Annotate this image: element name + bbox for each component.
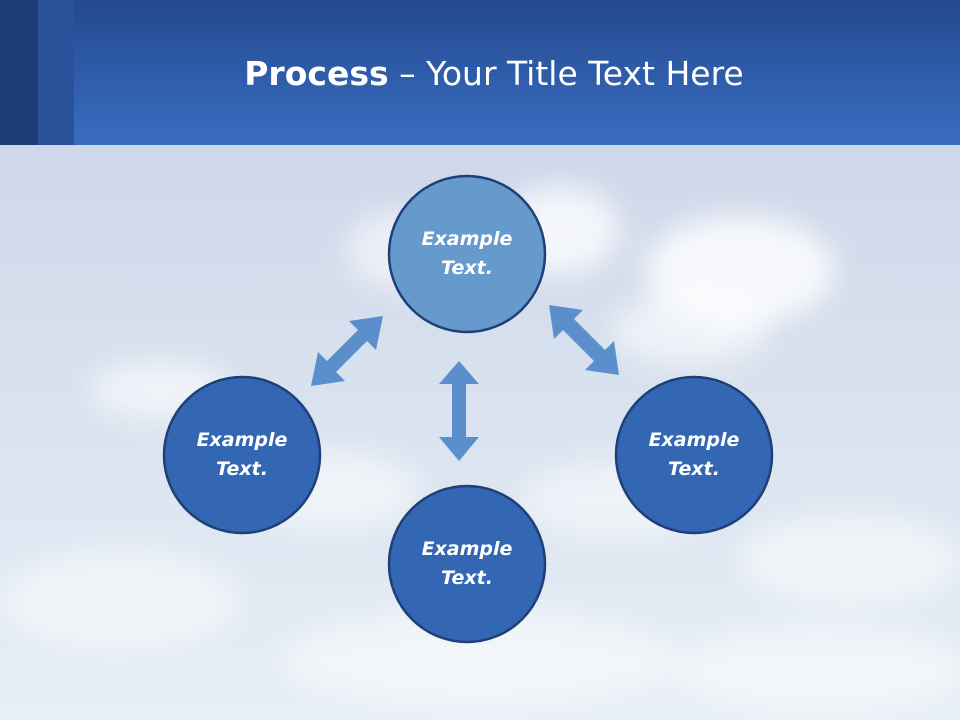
- node-top-line2: Text.: [441, 257, 493, 279]
- slide-title: Process – Your Title Text Here: [74, 52, 914, 96]
- title-rest: – Your Title Text Here: [388, 54, 744, 93]
- node-right-text: Example Text.: [616, 426, 772, 484]
- header-accent-mid: [38, 0, 74, 145]
- node-bottom-circle: [387, 484, 547, 644]
- header-accent-dark: [0, 0, 38, 145]
- arrow-vertical: [439, 361, 479, 461]
- arrow-left-diagonal: [311, 316, 383, 386]
- node-top-line1: Example: [421, 228, 513, 250]
- title-bold: Process: [244, 54, 389, 93]
- node-left-line2: Text.: [216, 458, 268, 480]
- node-bottom-line1: Example: [421, 538, 513, 560]
- node-bottom-line2: Text.: [441, 567, 493, 589]
- node-bottom-text: Example Text.: [389, 535, 545, 593]
- node-right-line2: Text.: [668, 458, 720, 480]
- node-left-line1: Example: [196, 429, 288, 451]
- node-right-circle: [614, 375, 774, 535]
- node-left-circle: [162, 375, 322, 535]
- node-top-circle: [387, 174, 547, 334]
- arrow-right-diagonal: [549, 305, 619, 375]
- title-bar: Process – Your Title Text Here: [0, 0, 960, 145]
- node-top-text: Example Text.: [389, 225, 545, 283]
- node-right-line1: Example: [648, 429, 740, 451]
- node-left-text: Example Text.: [164, 426, 320, 484]
